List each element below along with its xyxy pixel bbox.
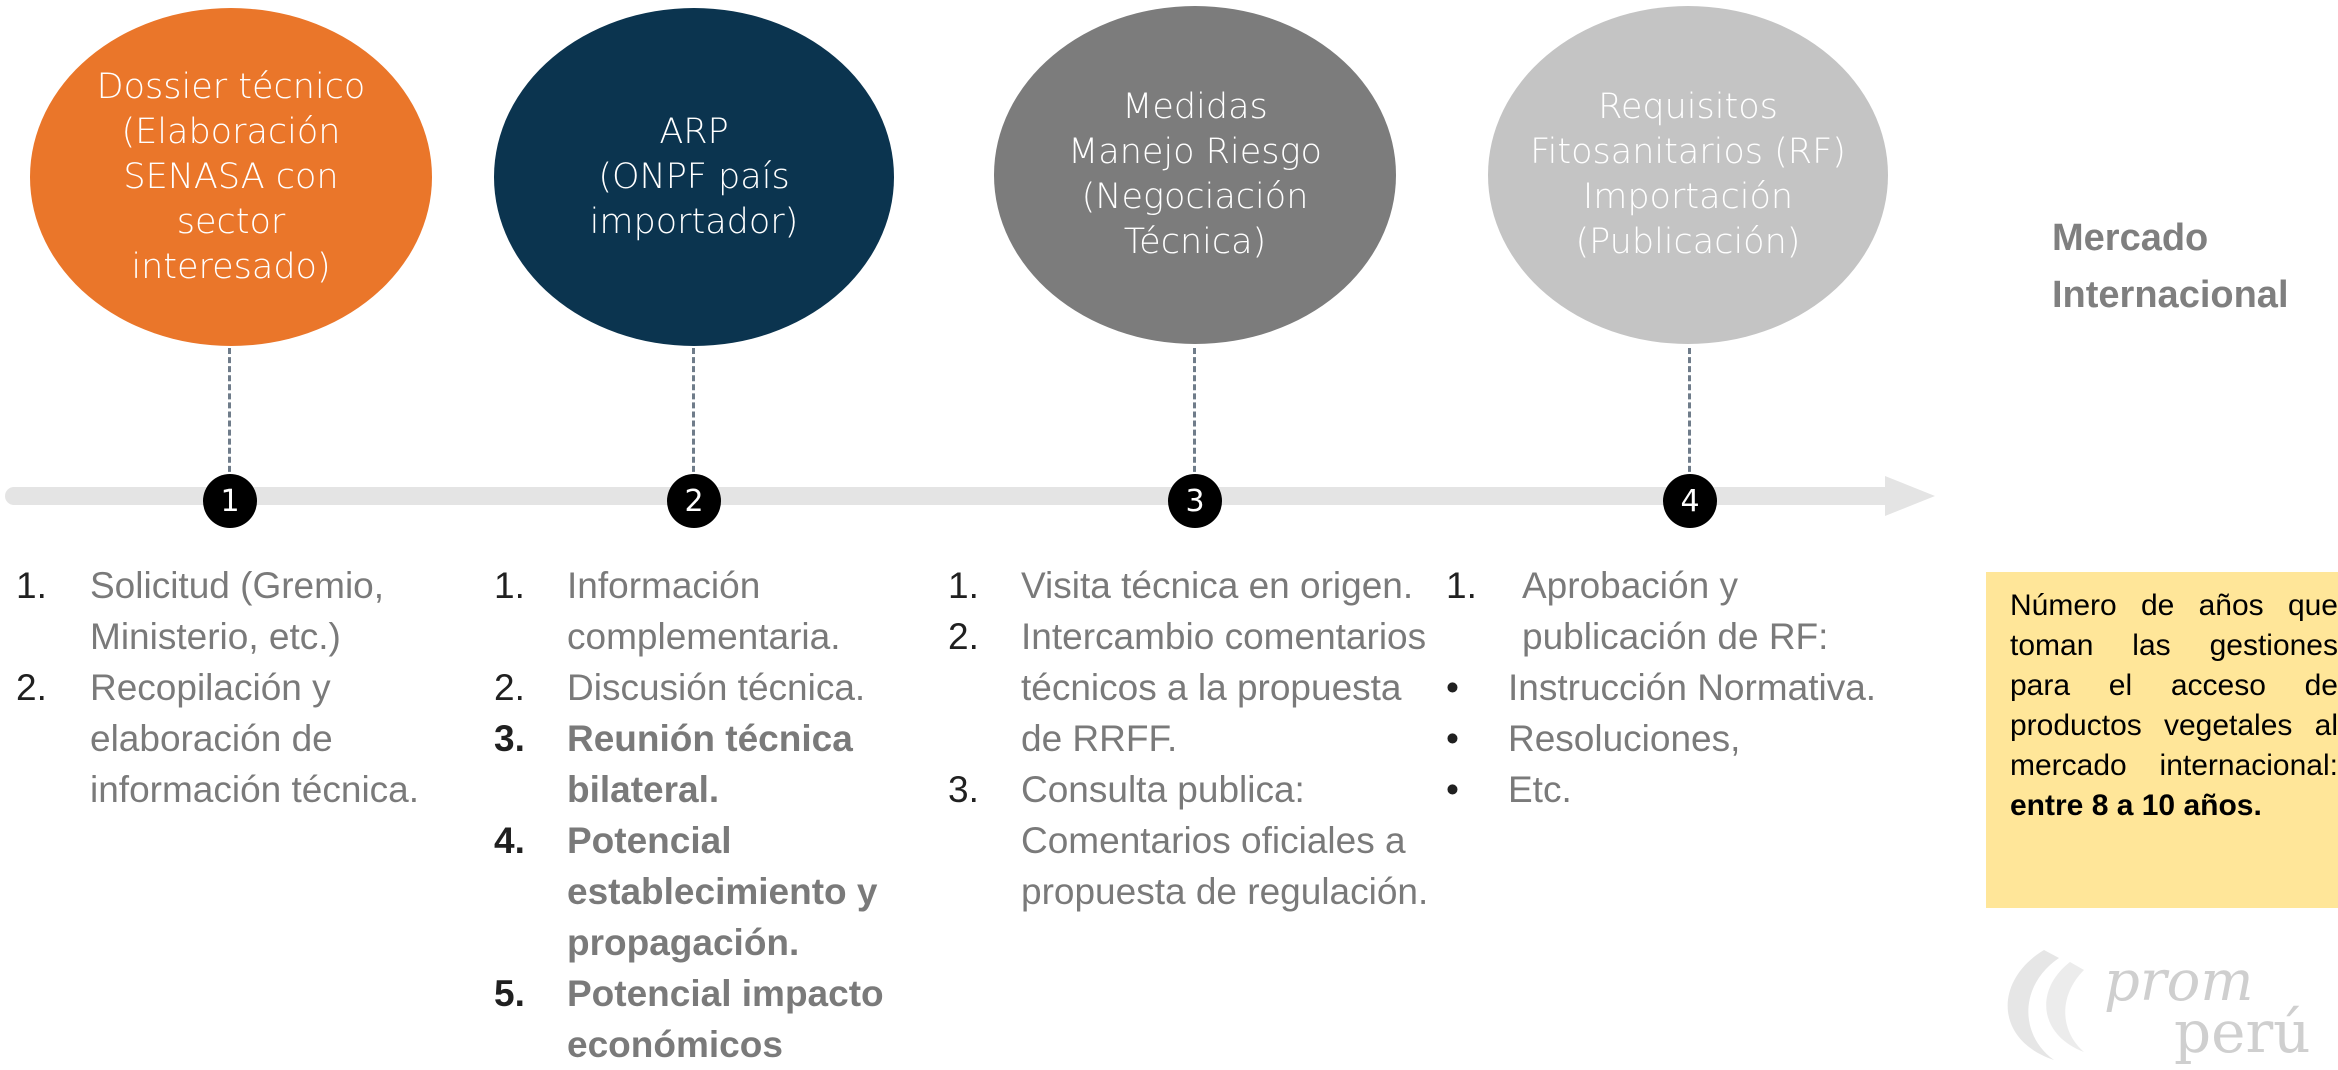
list-item: 1. Información complementaria. [494,560,894,662]
bullet-marker: • [1446,718,1459,759]
list-text: Instrucción Normativa. [1508,667,1877,708]
list-item: 3. Consulta publica: Comentarios oficial… [948,764,1448,917]
list-marker: 2. [494,667,525,708]
note-text: Número de años que toman las gestiones p… [2010,589,2338,782]
list-marker: 5. [494,973,525,1014]
step-2-connector [692,348,695,490]
step-4-circle: Requisitos Fitosanitarios (RF) Importaci… [1488,6,1888,344]
step-1-connector [228,348,231,490]
step-2-list: 1. Información complementaria. 2. Discus… [494,560,894,1070]
list-text: Visita técnica en origen. [1021,565,1414,606]
list-item: 5. Potencial impacto económicos [494,968,894,1070]
step-4-connector [1688,348,1691,490]
step-3-list: 1. Visita técnica en origen. 2. Intercam… [948,560,1448,917]
list-marker: 2. [16,667,47,708]
list-item: 1. Aprobación y publicación de RF: [1446,560,1926,662]
step-2-circle: ARP (ONPF país importador) [494,8,894,346]
list-item: 4. Potencial establecimiento y propagaci… [494,815,894,968]
step-1-list: 1. Solicitud (Gremio, Ministerio, etc.) … [16,560,456,815]
duration-note: Número de años que toman las gestiones p… [1986,572,2338,908]
logo-text-prom: prom [2104,949,2253,1014]
list-marker: 1. [494,565,525,606]
list-text: Discusión técnica. [567,667,866,708]
list-item: 1. Visita técnica en origen. [948,560,1448,611]
list-text: Información complementaria. [567,565,841,657]
list-marker: 3. [494,718,525,759]
list-item: 1. Solicitud (Gremio, Ministerio, etc.) [16,560,456,662]
step-1-marker: 1 [203,474,257,528]
step-3-marker: 3 [1168,474,1222,528]
promperu-logo: prom perú [2007,949,2311,1064]
step-3-connector [1193,348,1196,490]
list-item: 2. Discusión técnica. [494,662,894,713]
list-text: Etc. [1508,769,1572,810]
list-text: Intercambio comentarios técnicos a la pr… [1021,616,1427,759]
logo-text-peru: perú [2174,998,2311,1064]
list-text: Potencial establecimiento y propagación. [567,820,878,963]
list-item: 2. Recopilación y elaboración de informa… [16,662,456,815]
list-marker: 1. [16,565,47,606]
step-1-circle: Dossier técnico (Elaboración SENASA con … [30,8,432,346]
list-text: Reunión técnica bilateral. [567,718,853,810]
list-item: • Etc. [1446,764,1926,815]
bullet-marker: • [1446,769,1459,810]
list-marker: 4. [494,820,525,861]
step-2-marker: 2 [667,474,721,528]
note-emphasis: entre 8 a 10 años. [2010,789,2262,822]
list-text: Resoluciones, [1508,718,1741,759]
list-text: Aprobación y publicación de RF: [1522,565,1829,657]
step-4-list: 1. Aprobación y publicación de RF: • Ins… [1446,560,1926,815]
list-text: Consulta publica: Comentarios oficiales … [1021,769,1429,912]
list-item: 2. Intercambio comentarios técnicos a la… [948,611,1448,764]
list-marker: 1. [948,565,979,606]
list-text: Solicitud (Gremio, Ministerio, etc.) [90,565,385,657]
timeline-arrow [5,476,1935,516]
bullet-marker: • [1446,667,1459,708]
market-label: Mercado Internacional [2052,217,2289,316]
list-marker: 1. [1446,565,1477,606]
list-item: • Resoluciones, [1446,713,1926,764]
list-item: • Instrucción Normativa. [1446,662,1926,713]
list-item: 3. Reunión técnica bilateral. [494,713,894,815]
list-text: Potencial impacto económicos [567,973,884,1065]
step-3-circle: Medidas Manejo Riesgo (Negociación Técni… [994,6,1396,344]
step-4-marker: 4 [1663,474,1717,528]
list-marker: 3. [948,769,979,810]
list-text: Recopilación y elaboración de informació… [90,667,420,810]
list-marker: 2. [948,616,979,657]
